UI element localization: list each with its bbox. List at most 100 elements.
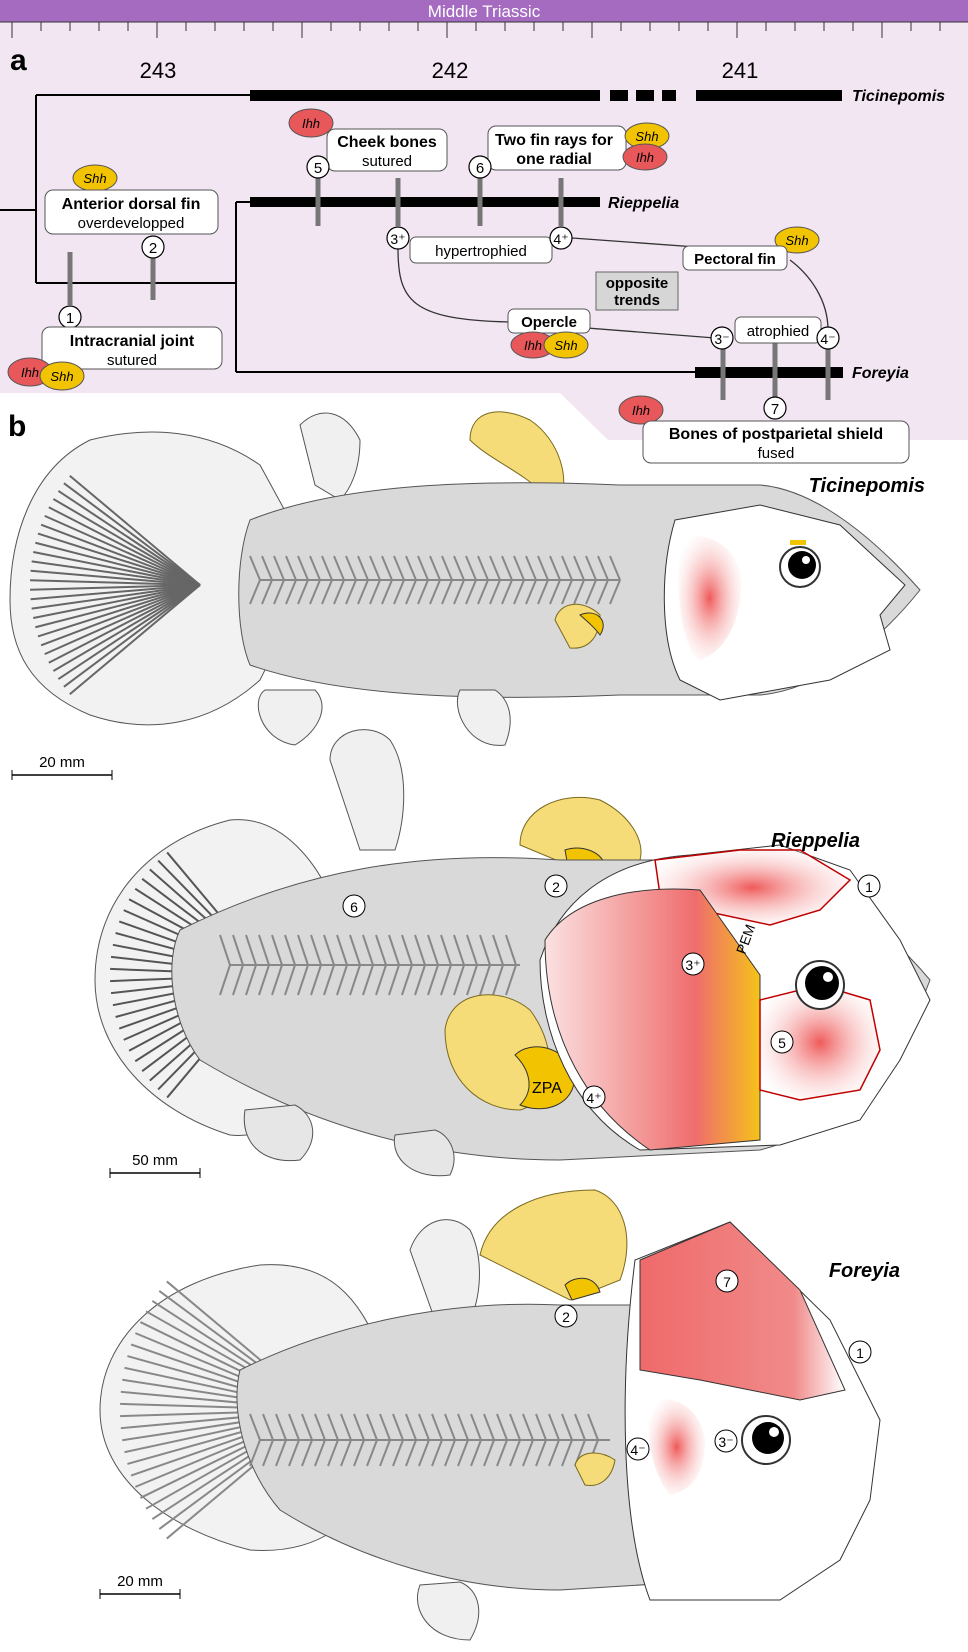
marker-4plus: 4⁺ [553, 231, 568, 247]
character-6: Two fin rays for one radial 6 Shh Ihh [468, 122, 670, 179]
haemal-spine [271, 964, 283, 996]
neural-spine [414, 934, 426, 966]
neural-spine [429, 555, 441, 581]
neural-spine [427, 934, 439, 966]
neural-spine [585, 555, 597, 581]
haemal-spine [392, 1439, 404, 1467]
neural-spine [273, 555, 285, 581]
haemal-spine [405, 1439, 417, 1467]
foreyia-marker-1: 1 [856, 1345, 864, 1361]
haemal-spine [388, 964, 400, 996]
haemal-spine [537, 579, 549, 605]
fin-ray [30, 584, 201, 591]
haemal-spine [417, 579, 429, 605]
neural-spine [431, 1413, 443, 1441]
character-2-title: Anterior dorsal fin [62, 196, 201, 213]
haemal-spine [457, 1439, 469, 1467]
foreyia-pelvic-fin [416, 1581, 480, 1641]
gene-shh-c2: Shh [83, 171, 106, 186]
marker-4minus: 4⁻ [820, 331, 835, 347]
neural-spine [327, 1413, 339, 1441]
neural-spine [353, 1413, 365, 1441]
ticinepomis-opercle [678, 536, 741, 660]
haemal-spine [496, 1439, 508, 1467]
neural-spine [505, 934, 517, 966]
character-5: Ihh Cheek bones sutured 5 [288, 108, 448, 179]
fin-ray [37, 532, 201, 586]
neural-spine [561, 555, 573, 581]
haemal-spine [362, 964, 374, 996]
neural-spine [393, 555, 405, 581]
haemal-spine [548, 1439, 560, 1467]
neural-spine [417, 555, 429, 581]
neural-spine [609, 555, 621, 581]
haemal-spine [393, 579, 405, 605]
fin-ray [30, 579, 201, 586]
character-6-title2: one radial [516, 151, 592, 168]
opercle-character: Opercle Ihh Shh [507, 308, 591, 359]
character-1: 1 Intracranial joint sutured Ihh Shh [7, 305, 223, 391]
haemal-spine [444, 1439, 456, 1467]
fin-ray [57, 584, 201, 680]
haemal-spine [561, 579, 573, 605]
character-7: Ihh 7 Bones of postparietal shield fused [618, 395, 910, 464]
neural-spine [288, 1413, 300, 1441]
haemal-spine [477, 579, 489, 605]
character-1-state: sutured [107, 352, 157, 369]
hypertrophied-label: hypertrophied [435, 243, 527, 260]
neural-spine [336, 934, 348, 966]
character-6-number: 6 [476, 160, 484, 177]
haemal-spine [340, 1439, 352, 1467]
rieppelia-marker-6: 6 [350, 899, 358, 915]
ticinepomis-pelvic-fin [456, 689, 511, 746]
neural-spine [466, 934, 478, 966]
neural-spine [453, 934, 465, 966]
haemal-spine [323, 964, 335, 996]
neural-spine [453, 555, 465, 581]
marker-3minus: 3⁻ [714, 331, 729, 347]
character-5-title: Cheek bones [337, 134, 437, 151]
rieppelia-first-dorsal [329, 729, 405, 851]
neural-spine [549, 555, 561, 581]
character-5-number: 5 [314, 160, 322, 177]
haemal-spine [505, 964, 517, 996]
period-header [0, 0, 968, 22]
haemal-spine [321, 579, 333, 605]
neural-spine [340, 1413, 352, 1441]
fin-ray [48, 584, 201, 664]
neural-spine [587, 1413, 599, 1441]
neural-spine [561, 1413, 573, 1441]
haemal-spine [522, 1439, 534, 1467]
neural-spine [405, 1413, 417, 1441]
pectoral-fin-character: Shh Pectoral fin [682, 226, 820, 271]
gene-ihh-c5: Ihh [302, 116, 320, 131]
neural-spine [525, 555, 537, 581]
rieppelia-name: Rieppelia [771, 830, 860, 852]
haemal-spine [509, 1439, 521, 1467]
period-label: Middle Triassic [428, 2, 541, 21]
taxon-rieppelia-label: Rieppelia [608, 195, 679, 212]
fin-ray [33, 584, 201, 620]
neural-spine [418, 1413, 430, 1441]
neural-spine [262, 1413, 274, 1441]
haemal-spine [561, 1439, 573, 1467]
character-2-state: overdevelopped [78, 215, 185, 232]
haemal-spine [249, 1439, 261, 1467]
fin-ray [44, 584, 201, 656]
taxon-foreyia-label: Foreyia [852, 365, 909, 382]
neural-spine [345, 555, 357, 581]
neural-spine [321, 555, 333, 581]
rieppelia-marker-1: 1 [865, 879, 873, 895]
foreyia-yellow-dorsal [479, 1189, 628, 1301]
gene-shh-c1: Shh [50, 369, 73, 384]
neural-spine [297, 555, 309, 581]
haemal-spine [427, 964, 439, 996]
ticinepomis-vertebral-column [249, 555, 621, 605]
foreyia-eye [752, 1422, 784, 1454]
neural-spine [297, 934, 309, 966]
haemal-spine [309, 579, 321, 605]
rieppelia-anal-fin [243, 1104, 314, 1162]
fin-ray [44, 514, 201, 586]
ticinepomis-caudal-rays [30, 474, 201, 696]
haemal-spine [501, 579, 513, 605]
